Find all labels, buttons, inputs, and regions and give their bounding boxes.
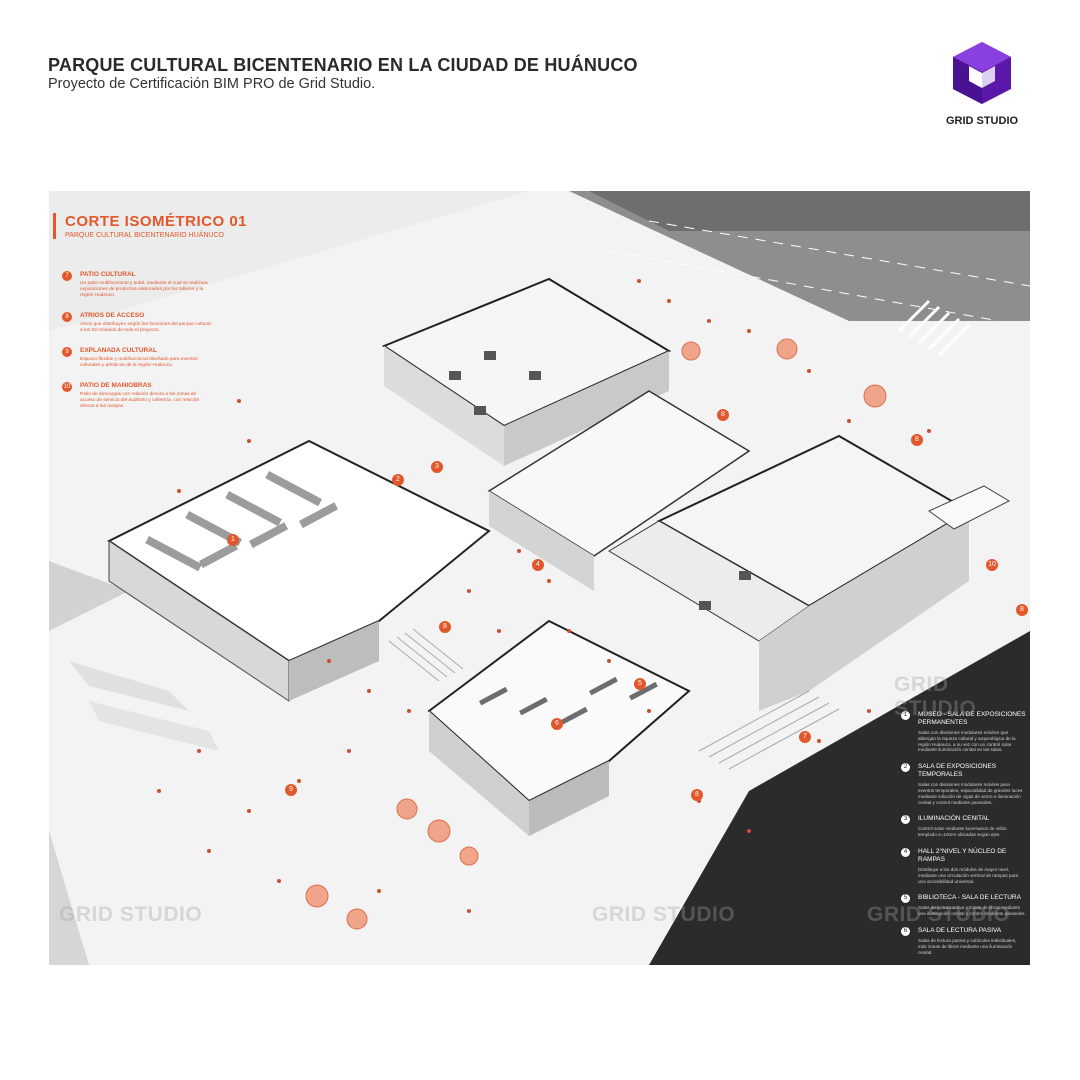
legend-number: 5 [901, 894, 910, 904]
marker-8: 8 [691, 789, 703, 801]
marker-4: 4 [532, 559, 544, 571]
legend-left: 7 PATIO CULTURAL Un patio multifuncional… [62, 271, 212, 423]
legend-description: Control solar mediante lucernarios de vi… [918, 826, 1007, 838]
logo-label: GRID STUDIO [945, 115, 1019, 127]
section-heading: CORTE ISOMÉTRICO 01 PARQUE CULTURAL BICE… [53, 213, 247, 239]
watermark: GRID STUDIO [867, 903, 1011, 926]
legend-number: 3 [901, 815, 910, 825]
marker-8: 8 [1016, 604, 1028, 616]
legend-item: 7 PATIO CULTURAL Un patio multifuncional… [62, 271, 212, 299]
legend-number: 8 [62, 312, 72, 322]
marker-9: 9 [285, 784, 297, 796]
legend-description: Salas de lectura pasiva y cubículos indi… [918, 937, 1017, 955]
legend-description: Patio de descargas con relación directa … [80, 392, 200, 409]
legend-number: 4 [901, 847, 910, 857]
marker-7: 7 [799, 731, 811, 743]
legend-number: 2 [901, 763, 910, 773]
marker-3: 3 [431, 461, 443, 473]
legend-number: 6 [901, 926, 910, 936]
legend-title: PATIO CULTURAL [80, 271, 136, 278]
legend-number: 9 [62, 347, 72, 357]
section-subtitle: PARQUE CULTURAL BICENTENARIO HUÁNUCO [65, 232, 224, 239]
marker-6: 6 [551, 718, 563, 730]
marker-5: 5 [634, 678, 646, 690]
legend-item: 6 SALA DE LECTURA PASIVA Salas de lectur… [901, 926, 1026, 955]
section-title: CORTE ISOMÉTRICO 01 [65, 213, 248, 230]
legend-description: Distribuye a los dos módulos de mayor ni… [918, 866, 1019, 884]
legend-title: SALA DE EXPOSICIONES TEMPORALES [918, 763, 997, 779]
legend-title: MUSEO - SALA DE EXPOSICIONES PERMANENTES [918, 711, 1026, 726]
legend-item: 4 HALL 2°NIVEL Y NÚCLEO DE RAMPAS Distri… [901, 847, 1026, 884]
legend-title: EXPLANADA CULTURAL [80, 347, 157, 354]
watermark: GRID STUDIO [592, 903, 736, 926]
legend-description: Un patio multifuncional y tedal, mediant… [80, 281, 208, 298]
legend-item: 3 ILUMINACIÓN CENITAL Control solar medi… [901, 815, 1026, 838]
legend-title: SALA DE LECTURA PASIVA [918, 926, 1002, 934]
legend-number: 10 [62, 382, 72, 392]
legend-description: Espacio flexible y multifuncional diseña… [80, 357, 198, 368]
legend-title: ILUMINACIÓN CENITAL [918, 815, 990, 823]
legend-item: 8 ATRIOS DE ACCESO Atrios que distribuye… [62, 312, 212, 334]
marker-8: 8 [717, 409, 729, 421]
marker-1: 1 [227, 534, 239, 546]
legend-right: 1 MUSEO - SALA DE EXPOSICIONES PERMANENT… [901, 711, 1026, 965]
isometric-drawing-svg [49, 191, 1030, 965]
legend-description: Salas con divisiones modulares móviles q… [918, 730, 1016, 753]
legend-title: PATIO DE MANIOBRAS [80, 382, 152, 389]
cube-logo-icon [953, 42, 1011, 104]
legend-item: 5 BIBLIOTECA - SALA DE LECTURA Salas de … [901, 894, 1026, 917]
legend-title: ATRIOS DE ACCESO [80, 312, 145, 319]
watermark: GRID STUDIO [894, 673, 977, 720]
legend-description: Salas con divisiones modulares móviles p… [918, 782, 1023, 805]
marker-10: 10 [986, 559, 998, 571]
legend-description: Salas de lectura activa y zonas de libro… [918, 905, 1026, 917]
page-title: PARQUE CULTURAL BICENTENARIO EN LA CIUDA… [48, 55, 638, 75]
isometric-section-drawing: CORTE ISOMÉTRICO 01 PARQUE CULTURAL BICE… [49, 191, 1030, 965]
marker-2: 2 [392, 474, 404, 486]
watermark: GRID STUDIO [59, 903, 203, 926]
marker-8: 8 [911, 434, 923, 446]
marker-8: 8 [439, 621, 451, 633]
legend-number: 1 [901, 711, 910, 720]
legend-description: Atrios que distribuyen según las funcion… [80, 322, 211, 333]
page-subtitle: Proyecto de Certificación BIM PRO de Gri… [48, 76, 376, 92]
grid-studio-logo: GRID STUDIO [940, 38, 1024, 127]
legend-title: HALL 2°NIVEL Y NÚCLEO DE RAMPAS [918, 847, 1007, 863]
legend-item: 1 MUSEO - SALA DE EXPOSICIONES PERMANENT… [901, 711, 1026, 753]
legend-number: 7 [62, 271, 72, 281]
legend-item: 2 SALA DE EXPOSICIONES TEMPORALES Salas … [901, 763, 1026, 805]
legend-item: 9 EXPLANADA CULTURAL Espacio flexible y … [62, 347, 212, 369]
legend-title: BIBLIOTECA - SALA DE LECTURA [918, 894, 1021, 902]
legend-item: 10 PATIO DE MANIOBRAS Patio de descargas… [62, 382, 212, 410]
